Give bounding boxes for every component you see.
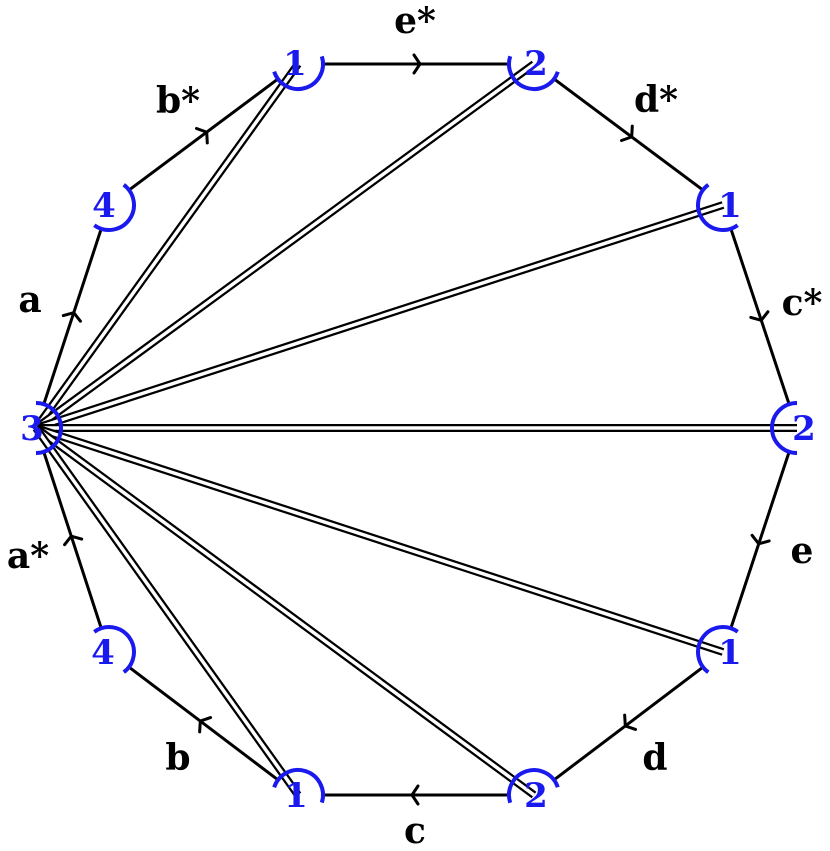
vertex-label-v-right: 2 [792, 409, 816, 449]
edge-labels-layer: a b* e* d* c* e d c b a* [7, 0, 823, 851]
arrowhead-2 [412, 53, 422, 75]
vertex-label-v-bottom-right: 2 [524, 776, 548, 816]
arrowhead-1 [195, 126, 209, 145]
vertex-arc-v-bottom-left [272, 768, 325, 804]
edge-b [127, 665, 280, 782]
arrowhead-6 [623, 713, 638, 731]
edge-b-star [127, 77, 280, 192]
vertex-arc-v-top-right [507, 55, 560, 91]
chord-inner-0 [34, 62, 300, 430]
vertex-label-v-upper-right: 1 [718, 186, 742, 226]
edges-layer [42, 53, 791, 806]
vertex-label-v-top-left: 1 [283, 44, 307, 84]
edge-label-c: c [404, 810, 426, 851]
vertex-arc-v-lower-left [93, 625, 136, 674]
vertex-arc-v-upper-right [696, 183, 739, 232]
chord-inner-1 [34, 62, 536, 430]
vertex-label-v-lower-left: 4 [91, 633, 115, 673]
arrowhead-8 [198, 716, 213, 734]
vertex-arc-v-lower-right [696, 625, 739, 674]
vertex-label-v-upper-left: 4 [92, 186, 116, 226]
arrowhead-0 [61, 311, 82, 323]
edge-d-star [552, 77, 705, 192]
arrowhead-9 [63, 534, 84, 547]
edge-a-star [42, 450, 103, 630]
edge-label-e-star: e* [394, 0, 436, 42]
vertex-arc-v-top-left [272, 55, 325, 91]
arrowhead-3 [620, 124, 634, 143]
vertex-label-v-lower-right: 1 [718, 633, 742, 673]
chord-inner-4 [35, 426, 724, 654]
edge-label-a: a [18, 279, 41, 321]
edge-label-d: d [642, 737, 667, 779]
arrowhead-4 [749, 310, 770, 322]
vertex-arc-v-bottom-right [507, 768, 560, 804]
edge-label-e: e [791, 530, 814, 572]
arrowhead-7 [410, 784, 420, 806]
chord-inner-6 [34, 426, 300, 797]
vertices-layer: 3 4 1 2 1 2 1 2 1 4 [20, 44, 816, 816]
edge-a [42, 227, 103, 406]
chord-inner-2 [35, 203, 724, 430]
edge-label-d-star: d* [634, 79, 678, 121]
edge-e [729, 450, 791, 630]
edge-d [552, 665, 705, 782]
vertex-arc-v-upper-left [93, 183, 136, 232]
edge-c-star [729, 227, 791, 406]
edge-label-a-star: a* [7, 535, 49, 577]
edge-label-c-star: c* [782, 282, 823, 324]
edge-label-b: b [165, 737, 190, 779]
edge-label-b-star: b* [156, 80, 200, 122]
vertex-label-v-bottom-left: 1 [284, 776, 308, 816]
vertex-arc-v-right [770, 401, 798, 455]
arrowhead-5 [750, 533, 771, 546]
vertex-arc-v-left [35, 401, 63, 455]
vertex-label-v-top-right: 2 [524, 44, 548, 84]
vertex-label-v-left: 3 [20, 409, 44, 449]
chord-inner-5 [34, 426, 536, 797]
chords-layer [32, 60, 797, 799]
